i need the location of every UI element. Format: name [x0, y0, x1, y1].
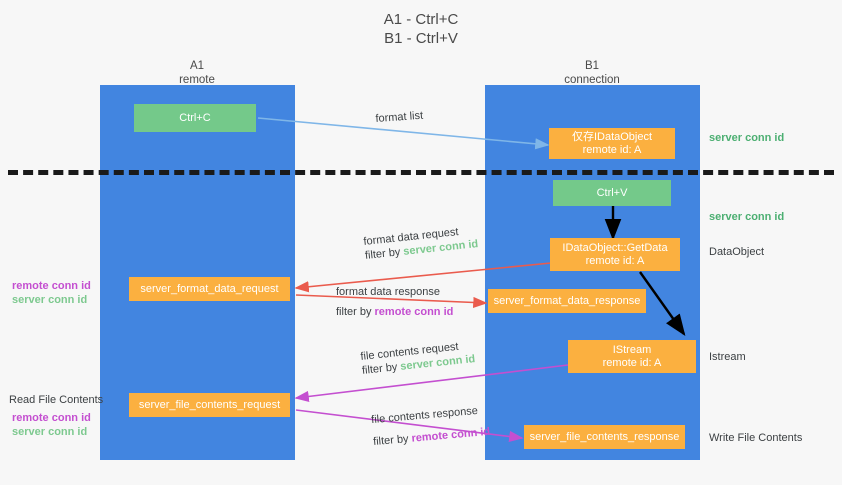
box-ctrl-v-label: Ctrl+V [596, 186, 628, 199]
side-label-server-conn-id-mid: server conn id [709, 211, 785, 223]
box-getdata-line1: IDataObject::GetData [562, 241, 668, 254]
box-istream-line1: IStream [612, 343, 652, 356]
side-label-group-format: remote conn id server conn id [12, 279, 91, 307]
edge-label-format-data-response-filter-value: remote conn id [374, 306, 454, 318]
lane-b1-title: B1 [584, 60, 600, 72]
box-istream[interactable]: IStream remote id: A [568, 340, 696, 373]
title-line-1: A1 - Ctrl+C [383, 11, 459, 28]
edge-label-format-data-response: format data response filter by remote co… [336, 285, 453, 319]
box-server-format-data-response-label: server_format_data_response [493, 294, 641, 307]
box-ctrl-c-label: Ctrl+C [179, 111, 211, 124]
edge-label-format-data-response-text: format data response [336, 286, 440, 298]
box-idataobject[interactable]: 仅存IDataObject remote id: A [549, 128, 675, 159]
box-idataobject-line1: 仅存IDataObject [571, 130, 653, 143]
box-getdata[interactable]: IDataObject::GetData remote id: A [550, 238, 680, 271]
box-idataobject-line2: remote id: A [582, 143, 642, 156]
box-server-format-data-request[interactable]: server_format_data_request [129, 277, 290, 301]
title-line-2: B1 - Ctrl+V [384, 30, 458, 47]
edge-label-file-contents-response-filter-value: remote conn id [411, 425, 491, 445]
box-istream-line2: remote id: A [602, 356, 662, 369]
edge-label-format-list: format list [375, 109, 424, 125]
edge-label-file-contents-response-filter-prefix: filter by [372, 432, 413, 449]
edge-label-file-contents-request: file contents request filter by server c… [360, 338, 476, 378]
side-label-read-file-contents: Read File Contents [9, 394, 104, 406]
lane-b1-subtitle: connection [564, 74, 620, 86]
box-server-file-contents-response[interactable]: server_file_contents_response [524, 425, 685, 449]
edge-label-format-data-request: format data request filter by server con… [363, 223, 479, 263]
side-label-group-file: remote conn id server conn id [12, 411, 91, 439]
lane-a1-title: A1 [189, 60, 205, 72]
side-label-server-conn-id-1: server conn id [12, 294, 88, 306]
lane-a1-subtitle: remote [179, 74, 215, 86]
box-getdata-line2: remote id: A [585, 254, 645, 267]
page-title: A1 - Ctrl+C B1 - Ctrl+V [0, 10, 842, 48]
lane-header-a1: A1 remote [142, 59, 252, 87]
lane-header-b1: B1 connection [537, 59, 647, 87]
box-server-format-data-response[interactable]: server_format_data_response [488, 289, 646, 313]
side-label-dataobject: DataObject [709, 246, 765, 258]
side-label-write-file-contents: Write File Contents [709, 432, 803, 444]
box-server-format-data-request-label: server_format_data_request [140, 282, 279, 295]
side-label-istream: Istream [709, 351, 746, 363]
edge-label-file-contents-response: file contents response filter by remote … [371, 403, 491, 449]
side-label-server-conn-id-2: server conn id [12, 426, 88, 438]
box-ctrl-v[interactable]: Ctrl+V [553, 180, 671, 206]
box-server-file-contents-request-label: server_file_contents_request [138, 398, 281, 411]
box-server-file-contents-request[interactable]: server_file_contents_request [129, 393, 290, 417]
side-label-server-conn-id-top: server conn id [709, 132, 785, 144]
side-label-remote-conn-id-2: remote conn id [12, 412, 91, 424]
edge-label-format-data-request-filter-prefix: filter by [364, 245, 404, 262]
edge-label-file-contents-request-filter-prefix: filter by [361, 360, 401, 377]
side-label-remote-conn-id-1: remote conn id [12, 280, 91, 292]
box-ctrl-c[interactable]: Ctrl+C [134, 104, 256, 132]
phase-divider [8, 170, 834, 175]
box-server-file-contents-response-label: server_file_contents_response [529, 430, 680, 443]
edge-label-format-data-response-filter-prefix: filter by [336, 306, 375, 318]
